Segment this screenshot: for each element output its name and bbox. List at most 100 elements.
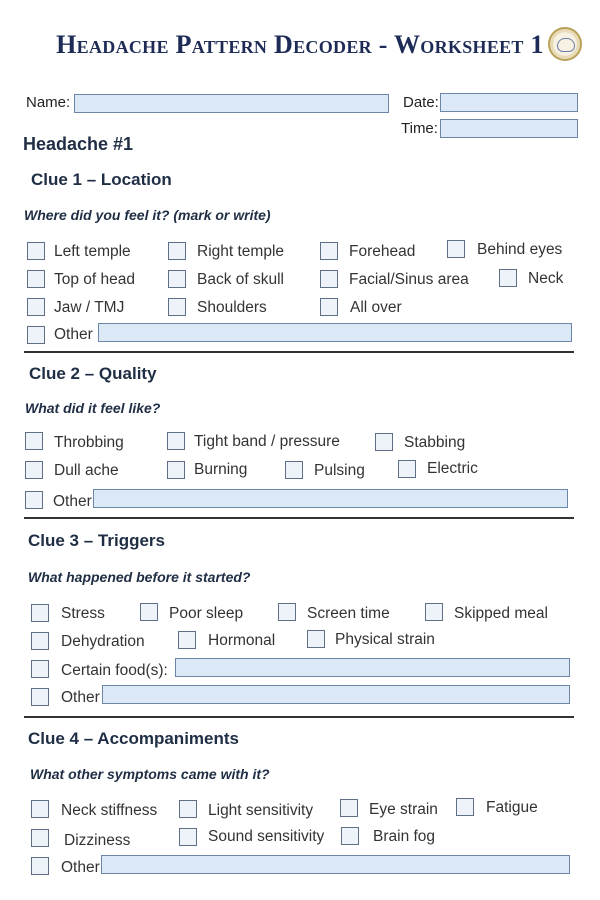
triggers-other-field[interactable]: [102, 685, 570, 704]
option-label: Certain food(s):: [61, 662, 168, 679]
name-field[interactable]: [74, 94, 389, 113]
option-label: Burning: [194, 461, 248, 478]
option-label: All over: [350, 299, 402, 316]
option-label: Poor sleep: [169, 605, 244, 622]
checkbox-dull-ache[interactable]: [25, 461, 43, 479]
option-label: Other: [61, 689, 100, 706]
option-label: Brain fog: [373, 828, 436, 845]
checkbox-top-of-head[interactable]: [27, 270, 45, 288]
checkbox-hormonal[interactable]: [178, 631, 196, 649]
clue3-question: What happened before it started?: [28, 569, 251, 585]
checkbox-back-of-skull[interactable]: [168, 270, 186, 288]
option-label: Other: [54, 326, 93, 343]
headache-heading: Headache #1: [23, 134, 134, 154]
checkbox-facial-sinus[interactable]: [320, 270, 338, 288]
section-divider: [24, 517, 574, 519]
option-label: Fatigue: [486, 799, 538, 816]
option-label: Behind eyes: [477, 241, 563, 258]
checkbox-dizziness[interactable]: [31, 829, 49, 847]
option-label: Back of skull: [197, 271, 285, 288]
checkbox-electric[interactable]: [398, 460, 416, 478]
brain-logo-icon: [548, 27, 582, 61]
checkbox-screen-time[interactable]: [278, 603, 296, 621]
option-label: Skipped meal: [454, 605, 548, 622]
time-field[interactable]: [440, 119, 578, 138]
checkbox-pulsing[interactable]: [285, 461, 303, 479]
checkbox-neck-stiffness[interactable]: [31, 800, 49, 818]
option-label: Stress: [61, 605, 105, 622]
option-label: Other: [53, 493, 92, 510]
section-divider: [24, 351, 574, 353]
option-label: Stabbing: [404, 434, 466, 451]
location-other-field[interactable]: [98, 323, 572, 342]
option-label: Shoulders: [197, 299, 267, 316]
checkbox-fatigue[interactable]: [456, 798, 474, 816]
checkbox-brain-fog[interactable]: [341, 827, 359, 845]
option-label: Tight band / pressure: [194, 433, 340, 450]
worksheet-title: Headache Pattern Decoder - Worksheet 1: [56, 30, 544, 59]
checkbox-throbbing[interactable]: [25, 432, 43, 450]
checkbox-location-other[interactable]: [27, 326, 45, 344]
checkbox-right-temple[interactable]: [168, 242, 186, 260]
checkbox-physical-strain[interactable]: [307, 630, 325, 648]
option-label: Electric: [427, 460, 478, 477]
checkbox-sound-sensitivity[interactable]: [179, 828, 197, 846]
clue1-question: Where did you feel it? (mark or write): [24, 207, 271, 223]
quality-other-field[interactable]: [93, 489, 568, 508]
option-label: Sound sensitivity: [208, 828, 325, 845]
option-label: Dull ache: [54, 462, 119, 479]
checkbox-left-temple[interactable]: [27, 242, 45, 260]
option-label: Other: [61, 859, 100, 876]
date-label: Date:: [403, 94, 439, 111]
checkbox-skipped-meal[interactable]: [425, 603, 443, 621]
checkbox-all-over[interactable]: [320, 298, 338, 316]
checkbox-dehydration[interactable]: [31, 632, 49, 650]
option-label: Hormonal: [208, 632, 276, 649]
option-label: Screen time: [307, 605, 390, 622]
checkbox-shoulders[interactable]: [168, 298, 186, 316]
option-label: Throbbing: [54, 434, 124, 451]
checkbox-jaw-tmj[interactable]: [27, 298, 45, 316]
clue1-heading: Clue 1 – Location: [31, 170, 172, 189]
checkbox-eye-strain[interactable]: [340, 799, 358, 817]
checkbox-stress[interactable]: [31, 604, 49, 622]
certain-foods-field[interactable]: [175, 658, 570, 677]
date-field[interactable]: [440, 93, 578, 112]
clue2-heading: Clue 2 – Quality: [29, 364, 157, 383]
option-label: Right temple: [197, 243, 285, 260]
clue4-heading: Clue 4 – Accompaniments: [28, 729, 239, 748]
checkbox-forehead[interactable]: [320, 242, 338, 260]
checkbox-poor-sleep[interactable]: [140, 603, 158, 621]
checkbox-certain-foods[interactable]: [31, 660, 49, 678]
checkbox-behind-eyes[interactable]: [447, 240, 465, 258]
checkbox-accompaniments-other[interactable]: [31, 857, 49, 875]
section-divider: [24, 716, 574, 718]
clue2-question: What did it feel like?: [25, 400, 161, 416]
checkbox-triggers-other[interactable]: [31, 688, 49, 706]
name-label: Name:: [26, 94, 71, 111]
checkbox-burning[interactable]: [167, 461, 185, 479]
time-label: Time:: [401, 120, 438, 137]
option-label: Left temple: [54, 243, 131, 260]
option-label: Dehydration: [61, 633, 145, 650]
option-label: Facial/Sinus area: [349, 271, 469, 288]
checkbox-tight-band[interactable]: [167, 432, 185, 450]
option-label: Physical strain: [335, 631, 435, 648]
option-label: Eye strain: [369, 801, 438, 818]
checkbox-light-sensitivity[interactable]: [179, 800, 197, 818]
option-label: Dizziness: [64, 832, 131, 849]
option-label: Forehead: [349, 243, 416, 260]
clue3-heading: Clue 3 – Triggers: [28, 531, 165, 550]
option-label: Top of head: [54, 271, 136, 288]
checkbox-quality-other[interactable]: [25, 491, 43, 509]
option-label: Pulsing: [314, 462, 365, 479]
checkbox-neck[interactable]: [499, 269, 517, 287]
option-label: Light sensitivity: [208, 802, 314, 819]
accompaniments-other-field[interactable]: [101, 855, 570, 874]
option-label: Neck stiffness: [61, 802, 158, 819]
clue4-question: What other symptoms came with it?: [30, 766, 270, 782]
option-label: Neck: [528, 270, 564, 287]
checkbox-stabbing[interactable]: [375, 433, 393, 451]
option-label: Jaw / TMJ: [54, 299, 125, 316]
watermark: [109, 73, 511, 646]
